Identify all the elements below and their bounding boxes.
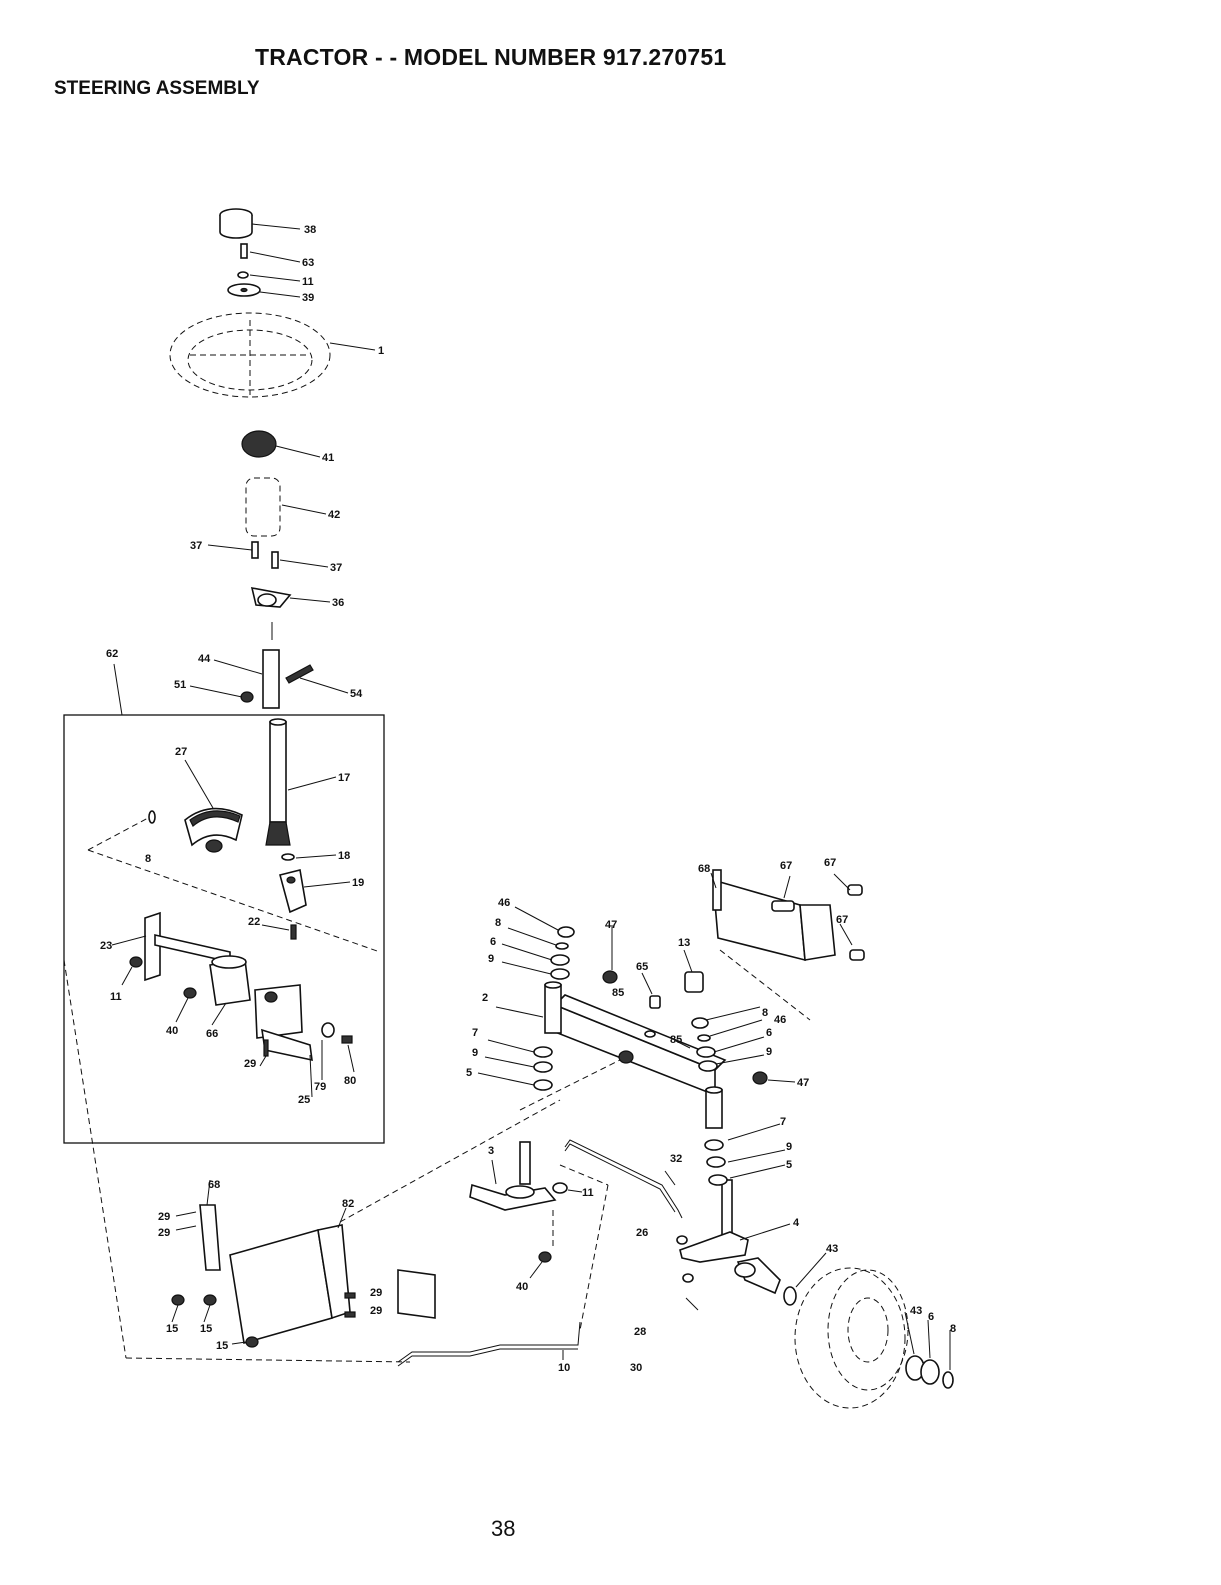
callout: 5 xyxy=(466,1067,472,1079)
callout: 7 xyxy=(780,1116,786,1128)
callout: 54 xyxy=(350,688,363,700)
callout: 9 xyxy=(472,1047,478,1059)
left-spindle xyxy=(470,1142,608,1330)
sector-gear xyxy=(88,760,380,952)
callout: 47 xyxy=(605,919,617,931)
callout: 6 xyxy=(928,1311,934,1323)
callout: 37 xyxy=(190,540,202,552)
callout: 15 xyxy=(200,1323,212,1335)
axle-support-bracket xyxy=(112,913,250,1025)
steering-shaft-upper xyxy=(190,650,348,708)
callout: 23 xyxy=(100,940,112,952)
callout: 85 xyxy=(612,987,624,999)
callout: 11 xyxy=(582,1187,594,1199)
callout: 39 xyxy=(302,292,314,304)
callout: 8 xyxy=(762,1007,768,1019)
callout: 44 xyxy=(198,653,211,665)
callout: 68 xyxy=(698,863,710,875)
callout: 10 xyxy=(558,1362,570,1374)
lock-washer xyxy=(238,272,300,281)
front-wheel xyxy=(784,1253,953,1408)
callout: 36 xyxy=(332,597,344,609)
callout: 29 xyxy=(370,1287,382,1299)
callout: 25 xyxy=(298,1094,310,1106)
page-number: 38 xyxy=(491,1516,515,1542)
callout: 17 xyxy=(338,772,350,784)
steering-wheel-cap xyxy=(220,209,300,238)
callout: 15 xyxy=(166,1323,178,1335)
callout: 15 xyxy=(216,1340,228,1352)
callout: 40 xyxy=(166,1025,178,1037)
callout: 41 xyxy=(322,452,334,464)
drag-link xyxy=(398,1322,580,1366)
front-axle xyxy=(496,982,725,1128)
callout: 3 xyxy=(488,1145,494,1157)
cap-screw xyxy=(241,244,300,262)
callout: 1 xyxy=(378,345,384,357)
callout: 43 xyxy=(910,1305,922,1317)
callout: 22 xyxy=(248,916,260,928)
steering-gear-box xyxy=(64,715,384,1143)
callout: 29 xyxy=(244,1058,256,1070)
callout: 67 xyxy=(824,857,836,869)
callout: 11 xyxy=(110,991,122,1003)
callout: 9 xyxy=(488,953,494,965)
callout: 46 xyxy=(774,1014,786,1026)
callout: 8 xyxy=(495,917,501,929)
washer xyxy=(228,284,300,297)
callout: 40 xyxy=(516,1281,528,1293)
callout: 13 xyxy=(678,937,690,949)
callout: 43 xyxy=(826,1243,838,1255)
callout: 5 xyxy=(786,1159,792,1171)
callout: 46 xyxy=(498,897,510,909)
callout: 67 xyxy=(780,860,792,872)
callout: 66 xyxy=(206,1028,218,1040)
callout: 65 xyxy=(636,961,648,973)
callout: 30 xyxy=(630,1362,642,1374)
bolts-and-bushing xyxy=(208,542,330,640)
callout: 51 xyxy=(174,679,186,691)
callout: 80 xyxy=(344,1075,356,1087)
callout: 26 xyxy=(636,1227,648,1239)
callout: 29 xyxy=(370,1305,382,1317)
callout: 9 xyxy=(786,1141,792,1153)
callout: 19 xyxy=(352,877,364,889)
callout: 79 xyxy=(314,1081,326,1093)
steering-bellows xyxy=(246,478,326,536)
callout: 6 xyxy=(490,936,496,948)
callout: 38 xyxy=(304,224,316,236)
steering-wheel xyxy=(170,313,375,397)
callout: 47 xyxy=(797,1077,809,1089)
callout: 9 xyxy=(766,1046,772,1058)
callout: 42 xyxy=(328,509,340,521)
callout: 67 xyxy=(836,914,848,926)
callout: 32 xyxy=(670,1153,682,1165)
steering-shaft-lower xyxy=(266,719,336,845)
callout: 28 xyxy=(634,1326,646,1338)
tie-rod xyxy=(565,1140,682,1218)
steering-adapter xyxy=(242,431,320,457)
callout: 8 xyxy=(145,853,151,865)
callout: 82 xyxy=(342,1198,354,1210)
callout: 62 xyxy=(106,648,118,660)
callout: 27 xyxy=(175,746,187,758)
axle-pivot-bracket xyxy=(642,870,864,1020)
callout: 68 xyxy=(208,1179,220,1191)
callout: 37 xyxy=(330,562,342,574)
callout: 4 xyxy=(793,1217,800,1229)
gear-mounting-plate xyxy=(255,985,354,1097)
callout: 63 xyxy=(302,257,314,269)
right-spindle xyxy=(677,1124,790,1310)
frame-section xyxy=(64,960,560,1362)
callout: 7 xyxy=(472,1027,478,1039)
callout: 29 xyxy=(158,1211,170,1223)
callout: 2 xyxy=(482,992,488,1004)
callout: 6 xyxy=(766,1027,772,1039)
callout: 85 xyxy=(670,1034,682,1046)
callout: 8 xyxy=(950,1323,956,1335)
callout: 11 xyxy=(302,276,314,288)
callout: 18 xyxy=(338,850,350,862)
callout: 29 xyxy=(158,1227,170,1239)
